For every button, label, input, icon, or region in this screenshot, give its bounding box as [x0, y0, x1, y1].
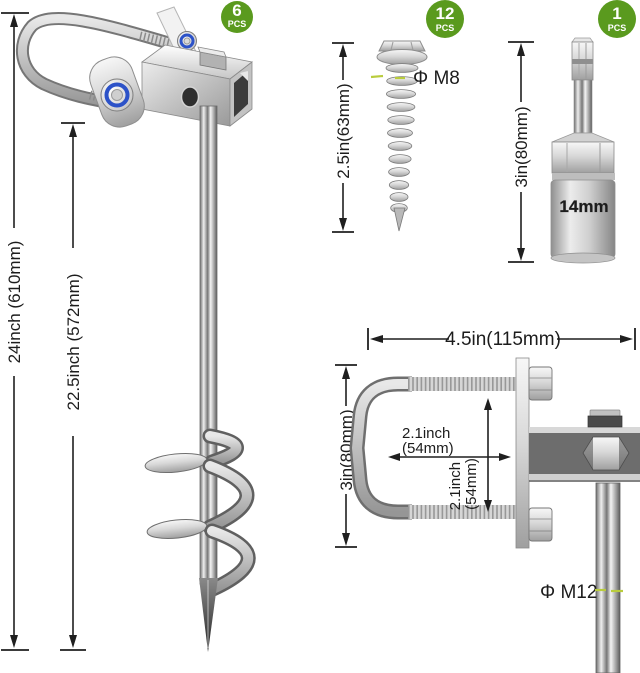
adapter-length-dimension: 3in(80mm): [508, 41, 534, 263]
arrow-down-icon: [484, 500, 492, 512]
arrow-right-icon: [620, 335, 633, 343]
badge-count: 6: [232, 1, 241, 20]
anchor-count-badge: 6 PCS: [221, 1, 253, 33]
front-locknut: [100, 78, 134, 112]
anchor-total-label: 24inch (610mm): [5, 241, 24, 364]
rod-diameter-label: Φ M12: [540, 582, 597, 603]
ubolt-bottom-nut: [528, 507, 553, 542]
screw-threads: [385, 63, 419, 213]
top-hex-bolt: [197, 46, 227, 71]
badge-count: 1: [612, 4, 621, 23]
screw-tip: [393, 207, 406, 232]
bracket-plate: [515, 357, 530, 549]
anchor-shaft: [199, 105, 218, 585]
diameter-mark-icon: [370, 74, 384, 79]
badge-unit: PCS: [436, 23, 455, 33]
arrow-up-icon: [342, 366, 350, 379]
inner-width-line1: 2.1inch: [402, 425, 450, 442]
ubolt-inner-width-dimension: 2.1inch (54mm): [388, 425, 511, 461]
arrow-up-icon: [10, 14, 18, 27]
tube-hex-profile: [582, 436, 630, 471]
ubolt-inner-height-dimension: 2.1inch (54mm): [447, 398, 492, 512]
inner-width-line2: (54mm): [402, 440, 454, 457]
screw-length-label: 2.5in(63mm): [334, 83, 353, 178]
arrow-up-icon: [517, 43, 525, 56]
anchor-rod: [595, 482, 621, 673]
arrow-down-icon: [69, 635, 77, 648]
screw-diameter-label: Φ M8: [413, 68, 460, 89]
screw-hex-head: [378, 40, 426, 52]
socket-size-marking: 14mm: [559, 197, 608, 216]
arrow-down-icon: [339, 218, 347, 231]
socket-body: [550, 179, 616, 259]
ubolt-drawing: [349, 357, 640, 673]
ubolt-width-dimension: 4.5in(115mm): [367, 328, 636, 350]
screw-flange: [376, 49, 428, 65]
badge-count: 12: [436, 4, 455, 23]
ubolt-width-label: 4.5in(115mm): [445, 329, 561, 350]
screw-figure: 2.5in(63mm): [332, 0, 464, 233]
screw-count-badge: 12 PCS: [426, 0, 464, 38]
detent-groove: [572, 59, 593, 64]
arrow-left-icon: [388, 453, 400, 461]
adapter-figure: 3in(80mm) 14mm 1 PCS: [508, 0, 636, 264]
inner-height-label: 2.1inch (54mm): [447, 458, 480, 511]
badge-unit: PCS: [608, 23, 627, 33]
arrow-down-icon: [517, 248, 525, 261]
adapter-count-badge: 1 PCS: [598, 0, 636, 38]
adapter-drawing: 14mm: [550, 37, 616, 264]
anchor-drawing: [16, 6, 256, 652]
arrow-up-icon: [69, 124, 77, 137]
ubolt-top-nut: [528, 366, 553, 401]
arrow-right-icon: [499, 453, 511, 461]
screw-drawing: [376, 40, 428, 232]
tube-open-end: [234, 71, 248, 117]
badge-unit: PCS: [228, 19, 247, 29]
arrow-up-icon: [339, 44, 347, 57]
adapter-length-label: 3in(80mm): [512, 106, 531, 187]
auger-helix: [144, 428, 256, 597]
anchor-shaft-dimension: 22.5inch (572mm): [60, 122, 86, 651]
rod-diameter-callout: Φ M12: [540, 582, 623, 603]
anchor-figure: 24inch (610mm) 22.5inch (572mm): [1, 1, 256, 652]
arrow-down-icon: [10, 635, 18, 648]
socket-hex-section: [551, 141, 615, 174]
arrow-down-icon: [342, 533, 350, 546]
adapter-neck: [573, 79, 593, 134]
thread-texture: [138, 31, 172, 48]
screw-length-dimension: 2.5in(63mm): [332, 42, 354, 233]
screw-diameter-callout: Φ M8: [370, 68, 460, 89]
arrow-up-icon: [484, 398, 492, 410]
tube-hole: [180, 86, 200, 108]
arrow-left-icon: [370, 335, 383, 343]
anchor-body-tube: [141, 44, 253, 127]
anchor-total-dimension: 24inch (610mm): [1, 12, 29, 651]
anchor-shaft-label: 22.5inch (572mm): [64, 273, 83, 410]
ubolt-threaded-legs: [408, 377, 516, 519]
ubolt-figure: 4.5in(115mm) 3in(80mm): [335, 328, 640, 673]
tube-set-bolt: [587, 409, 623, 428]
